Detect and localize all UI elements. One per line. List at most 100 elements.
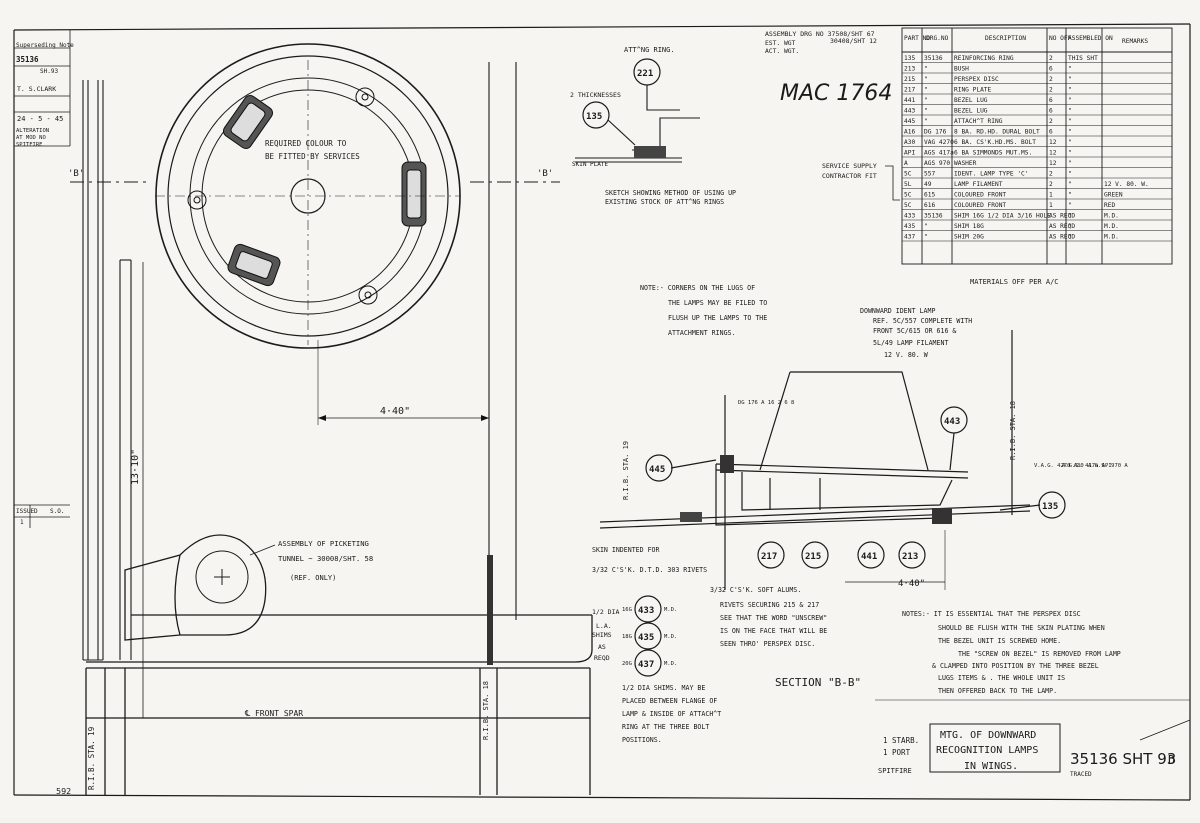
- table-cell: ": [924, 223, 928, 230]
- note-line-2: SHOULD BE FLUSH WITH THE SKIN PLATING WH…: [938, 624, 1105, 632]
- table-cell: M.D.: [1104, 223, 1119, 230]
- essential-notes: NOTES:- IT IS ESSENTIAL THAT THE PERSPEX…: [902, 610, 1121, 695]
- att-ring-label: ATT^NG RING.: [624, 46, 675, 54]
- materials-off-label: MATERIALS OFF PER A/C: [970, 278, 1059, 286]
- table-cell: 433: [904, 213, 915, 220]
- table-cell: 6: [1049, 129, 1053, 136]
- vogue-ref-2: A.G.S. 417a API: [1062, 463, 1112, 469]
- table-cell: 49: [924, 181, 932, 188]
- shim-as-label: AS: [598, 643, 606, 651]
- rivets-note-3: IS ON THE FACE THAT WILL BE: [720, 627, 827, 635]
- table-cell: ATTACH^T RING: [954, 118, 1003, 125]
- shim-note-5: POSITIONS.: [622, 736, 662, 744]
- shim-reqd-label: REQD: [594, 654, 610, 662]
- table-cell: ": [924, 118, 928, 125]
- dimension-vertical-1310: 13·10": [130, 262, 144, 718]
- contractor-fit-label: CONTRACTOR FIT: [822, 172, 877, 180]
- table-cell: SHIM 16G 1/2 DIA 3/16 HOLE: [954, 213, 1051, 220]
- thicknesses-label: 2 THICKNESSES: [570, 91, 621, 99]
- picketing-note-1: ASSEMBLY OF PICKETING: [278, 539, 369, 548]
- balloon-445: 445: [649, 465, 665, 475]
- note-line-5: & CLAMPED INTO POSITION BY THE THREE BEZ…: [932, 662, 1099, 670]
- dim-440-section: 4·40": [898, 579, 925, 589]
- table-cell: 2: [1049, 87, 1053, 94]
- corner-note-2: THE LAMPS MAY BE FILED TO: [668, 299, 767, 307]
- lamp-ref-3: FRONT 5C/615 OR 616 &: [873, 327, 956, 335]
- picketing-tunnel: [124, 534, 276, 641]
- table-cell: RING PLATE: [954, 87, 992, 94]
- table-cell: LAMP FILAMENT: [954, 181, 1003, 188]
- table-cell: ": [1068, 87, 1072, 94]
- table-cell: ": [924, 97, 928, 104]
- table-cell: IDENT. LAMP TYPE 'C': [954, 171, 1029, 178]
- table-cell: 615: [924, 192, 935, 199]
- table-cell: 35136: [924, 213, 943, 220]
- checker-name: T. S.CLARK: [17, 85, 56, 93]
- balloon-135-sketch: 135: [586, 112, 602, 122]
- table-cell: 437: [904, 234, 915, 241]
- table-cell: 5C: [904, 171, 912, 178]
- note-line-7: THEN OFFERED BACK TO THE LAMP.: [938, 687, 1057, 695]
- dim-440-left: 4·40": [380, 406, 410, 417]
- qty-stbd: 1 STARB.: [883, 736, 919, 745]
- note-line-6: LUGS ITEMS & . THE WHOLE UNIT IS: [938, 674, 1065, 682]
- drawing-number: 35136 SHT 93: [1070, 750, 1176, 768]
- table-cell: ": [1068, 76, 1072, 83]
- table-cell: ": [1068, 223, 1072, 230]
- alteration-note-1: ALTERATION: [16, 128, 49, 134]
- col-assembled-on: ASSEMBLED ON: [1068, 35, 1113, 42]
- table-cell: 12: [1049, 139, 1057, 146]
- table-cell: 6 BA SIMMONDS MUT.MS.: [954, 150, 1032, 157]
- rivets-note-4: SEEN THRO' PERSPEX DISC.: [720, 640, 815, 648]
- col-drg-no: DRG.NO: [926, 35, 949, 42]
- table-cell: API: [904, 150, 915, 157]
- table-cell: PERSPEX DISC: [954, 76, 999, 83]
- shim-note-4: RING AT THE THREE BOLT: [622, 723, 709, 731]
- col-description: DESCRIPTION: [985, 35, 1026, 42]
- issue-number: 1: [20, 519, 24, 526]
- table-cell: M.D.: [1104, 234, 1119, 241]
- table-cell: WASHER: [954, 160, 977, 167]
- section-marker-right: 'B': [537, 169, 553, 179]
- table-cell: 1: [1049, 202, 1053, 209]
- table-cell: AS REQD: [1049, 234, 1075, 241]
- table-cell: 2: [1049, 55, 1053, 62]
- table-cell: ": [1068, 139, 1072, 146]
- table-cell: ": [1068, 97, 1072, 104]
- table-cell: ": [924, 234, 928, 241]
- note-line-3: THE BEZEL UNIT IS SCREWED HOME.: [938, 637, 1061, 645]
- table-cell: ": [1068, 66, 1072, 73]
- table-cell: ": [924, 66, 928, 73]
- table-cell: 441: [904, 97, 915, 104]
- handwritten-reference: MAC 1764: [780, 81, 892, 106]
- lamp-ref-2: REF. 5C/557 COMPLETE WITH: [873, 317, 972, 325]
- table-cell: 1: [1049, 192, 1053, 199]
- title-block: 1 STARB. 1 PORT SPITFIRE MTG. OF DOWNWAR…: [875, 699, 1191, 778]
- table-cell: RED: [1104, 202, 1115, 209]
- rib-strip-section: [487, 555, 493, 665]
- front-spar-label: ℄ FRONT SPAR: [244, 709, 303, 718]
- table-cell: 6: [1049, 108, 1053, 115]
- lamp-ref-1: DOWNWARD IDENT LAMP: [860, 307, 935, 315]
- table-cell: 6: [1049, 97, 1053, 104]
- table-cell: 5L: [904, 181, 912, 188]
- table-cell: 2: [1049, 181, 1053, 188]
- table-cell: AGS 417a: [924, 150, 954, 157]
- shim-18g: 18G: [622, 634, 632, 640]
- service-supply-label: SERVICE SUPPLY: [822, 162, 877, 170]
- table-cell: 135: [904, 55, 915, 62]
- section-marker-left: 'B': [68, 169, 84, 179]
- table-cell: 5C: [904, 192, 912, 199]
- act-weight-label: ACT. WGT.: [765, 48, 799, 55]
- drawing-title-2: RECOGNITION LAMPS: [936, 745, 1038, 756]
- sheet-frame: [13, 23, 1191, 801]
- vogue-ref-1: V.A.G. 4270 A30: [1034, 463, 1084, 469]
- dimension-horizontal-440: 4·40": [317, 340, 489, 425]
- shim-la-label: L.A.: [596, 622, 612, 630]
- balloon-441: 441: [861, 552, 877, 562]
- balloon-437: 437: [638, 660, 654, 670]
- drawing-title-1: MTG. OF DOWNWARD: [940, 730, 1036, 741]
- sketch-caption-2: EXISTING STOCK OF ATT^NG RINGS: [605, 198, 724, 206]
- table-cell: 6: [1049, 66, 1053, 73]
